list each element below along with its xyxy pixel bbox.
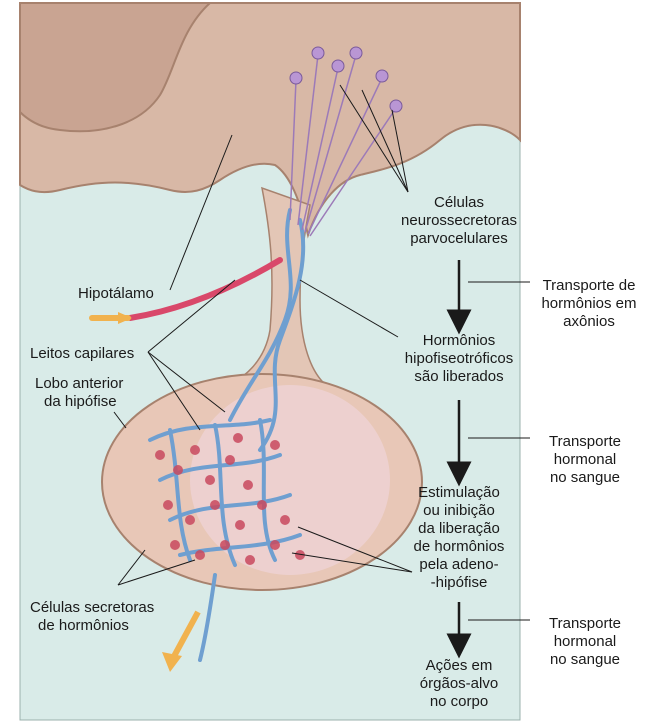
label-stimulation-3: da liberação (418, 520, 500, 537)
label-target-actions-2: órgãos-alvo (420, 675, 498, 692)
label-neurosecretory-2: neurossecretoras (401, 212, 517, 229)
label-transport-blood-1b: hormonal (554, 451, 617, 468)
label-neurosecretory-3: parvocelulares (410, 230, 508, 247)
label-transport-axons-2: hormônios em (541, 295, 636, 312)
neurosecretory-neurons (289, 54, 397, 237)
label-secretory-cells-1: Células secretoras (30, 599, 154, 616)
label-transport-axons-1: Transporte de (543, 277, 636, 294)
outflow-arrow (162, 652, 182, 672)
capillary-network (148, 208, 306, 662)
label-target-actions-1: Ações em (426, 657, 493, 674)
label-neurosecretory-1: Células (434, 194, 484, 211)
label-stimulation-4: de hormônios (414, 538, 505, 555)
secretory-cells (155, 433, 305, 565)
label-stimulation-2: ou inibição (423, 502, 495, 519)
label-capillary-beds: Leitos capilares (30, 345, 134, 362)
label-hypothalamus: Hipotálamo (78, 285, 154, 302)
label-hormones-released-1: Hormônios (423, 332, 496, 349)
label-stimulation-5: pela adeno- (419, 556, 498, 573)
label-transport-blood-2c: no sangue (550, 651, 620, 668)
label-transport-blood-1c: no sangue (550, 469, 620, 486)
label-transport-blood-2b: hormonal (554, 633, 617, 650)
leader-lines (113, 84, 530, 621)
label-transport-axons-3: axônios (563, 313, 615, 330)
label-hormones-released-2: hipofiseotróficos (405, 350, 513, 367)
label-stimulation-1: Estimulação (418, 484, 500, 501)
brain-fold (19, 1, 213, 133)
label-secretory-cells-2: de hormônios (38, 617, 129, 634)
inflow-arrow (118, 312, 132, 324)
outflow-vessel (169, 610, 201, 662)
label-transport-blood-2a: Transporte (549, 615, 621, 632)
label-anterior-lobe-2: da hipófise (44, 393, 117, 410)
label-hormones-released-3: são liberados (414, 368, 503, 385)
label-stimulation-6: -hipófise (431, 574, 488, 591)
label-transport-blood-1a: Transporte (549, 433, 621, 450)
label-anterior-lobe-1: Lobo anterior (35, 375, 123, 392)
neuron-cell-bodies (289, 46, 403, 113)
label-target-actions-3: no corpo (430, 693, 488, 710)
